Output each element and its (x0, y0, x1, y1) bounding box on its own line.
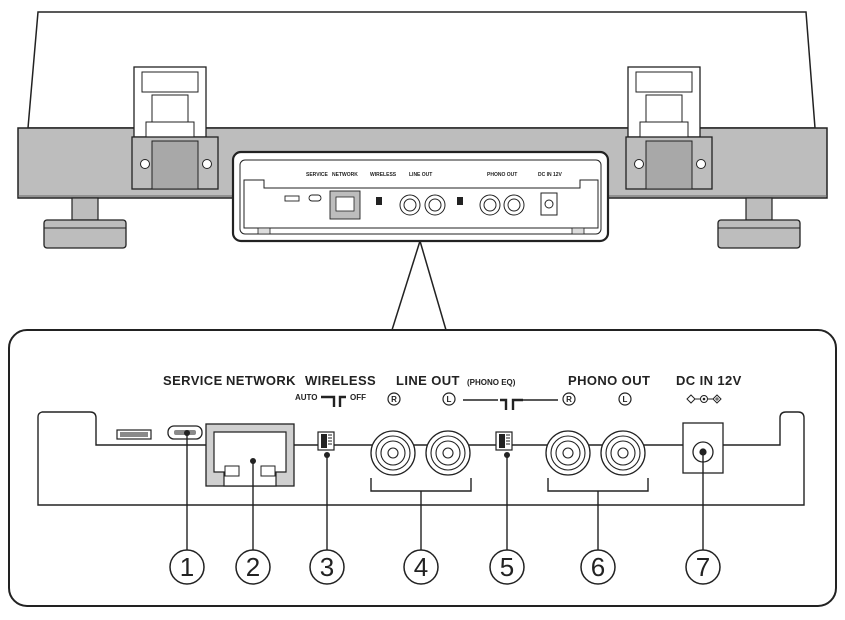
mini-label-service: SERVICE (306, 172, 329, 178)
label-off: OFF (350, 393, 366, 402)
enlarged-rear-panel: SERVICE NETWORK WIRELESS AUTO OFF LINE O… (8, 329, 837, 607)
left-foot (43, 197, 127, 249)
callout-3: 3 (309, 549, 345, 585)
service-port (116, 429, 152, 440)
mini-label-line-out: LINE OUT (409, 172, 432, 178)
svg-text:L: L (623, 395, 628, 404)
zoom-line-right (419, 240, 447, 331)
svg-text:6: 6 (591, 552, 605, 582)
right-foot (717, 197, 801, 249)
label-phono-out: PHONO OUT (568, 373, 650, 388)
zoom-line-left (391, 240, 421, 331)
left-hinge (131, 66, 219, 190)
turntable-rear-view: SERVICE NETWORK WIRELESS LINE OUT PHONO … (17, 11, 828, 331)
phono-eq-switch-glyph (500, 398, 523, 410)
svg-text:L: L (447, 395, 452, 404)
line-out-jack-l (425, 430, 471, 476)
screw-icon (696, 159, 706, 169)
phono-out-l-marker: L (618, 392, 632, 406)
svg-text:5: 5 (500, 552, 514, 582)
mini-label-dc-in: DC IN 12V (538, 172, 563, 178)
phono-out-r-marker: R (562, 392, 576, 406)
callout-4: 4 (403, 549, 439, 585)
mini-label-wireless: WIRELESS (370, 172, 397, 178)
svg-text:7: 7 (696, 552, 710, 582)
screw-icon (202, 159, 212, 169)
svg-text:1: 1 (180, 552, 194, 582)
wireless-switch (317, 431, 335, 451)
callout-7: 7 (685, 549, 721, 585)
right-hinge (625, 66, 713, 190)
line-out-l-marker: L (442, 392, 456, 406)
callout-2: 2 (235, 549, 271, 585)
small-rear-panel: SERVICE NETWORK WIRELESS LINE OUT PHONO … (231, 150, 610, 243)
leader-lines (184, 430, 706, 550)
wireless-switch-glyph (321, 395, 346, 407)
screw-icon (140, 159, 150, 169)
label-service: SERVICE (163, 373, 223, 388)
dc-polarity-icon (686, 394, 722, 404)
label-wireless: WIRELESS (305, 373, 376, 388)
label-dc-in: DC IN 12V (676, 373, 742, 388)
line-out-jack-r (370, 430, 416, 476)
label-phono-eq: (PHONO EQ) (467, 378, 516, 387)
network-port (205, 423, 295, 487)
svg-text:R: R (391, 395, 397, 404)
callout-5: 5 (489, 549, 525, 585)
svg-text:R: R (566, 395, 572, 404)
callout-6: 6 (580, 549, 616, 585)
phono-out-jack-l (600, 430, 646, 476)
svg-text:4: 4 (414, 552, 428, 582)
screw-icon (634, 159, 644, 169)
mini-label-phono-out: PHONO OUT (487, 172, 517, 178)
label-auto: AUTO (295, 393, 318, 402)
callout-1: 1 (169, 549, 205, 585)
svg-text:2: 2 (246, 552, 260, 582)
svg-text:3: 3 (320, 552, 334, 582)
label-network: NETWORK (226, 373, 296, 388)
line-out-r-marker: R (387, 392, 401, 406)
phono-out-jack-r (545, 430, 591, 476)
mini-label-network: NETWORK (332, 172, 358, 178)
label-line-out: LINE OUT (396, 373, 460, 388)
phono-eq-switch (495, 431, 513, 451)
